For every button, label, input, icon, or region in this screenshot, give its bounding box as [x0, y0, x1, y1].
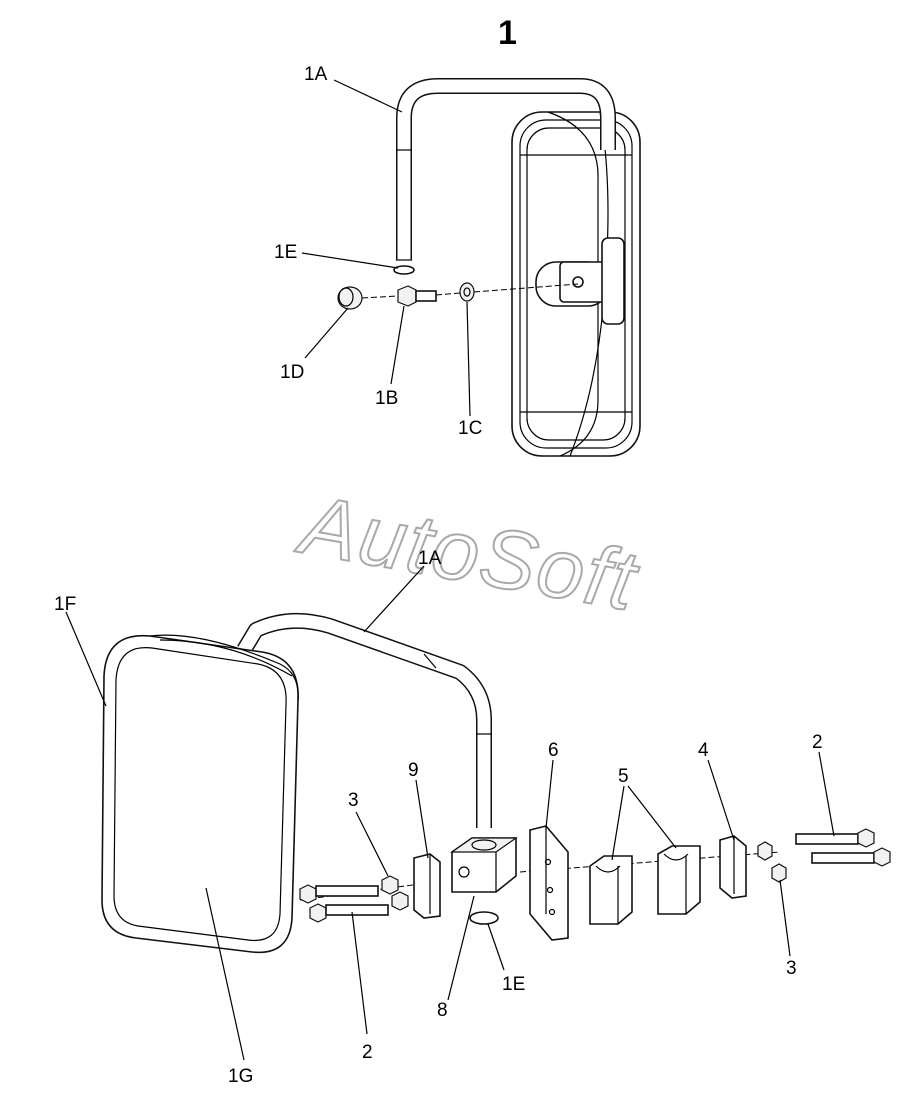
plate-6 [529, 825, 569, 941]
callout-1G: 1G [228, 1066, 253, 1087]
callout-5: 5 [618, 766, 629, 787]
top-mirror-housing [511, 111, 641, 457]
callout-top-1E: 1E [274, 242, 297, 263]
callout-top-1D: 1D [280, 362, 304, 383]
callout-4: 4 [698, 740, 709, 761]
callout-3-left: 3 [348, 790, 359, 811]
clamps-5 [589, 845, 701, 925]
top-bolt-1B [397, 285, 437, 307]
callout-6: 6 [548, 740, 559, 761]
callout-top-1C: 1C [458, 418, 482, 439]
bottom-mirror-glass-1G [124, 659, 275, 927]
callout-9: 9 [408, 760, 419, 781]
callout-bottom-1A: 1A [418, 548, 442, 569]
nuts-3-left [381, 875, 409, 911]
callout-top-1A: 1A [304, 64, 328, 85]
bottom-washer-1E [469, 911, 499, 925]
top-mirror-assembly [337, 78, 641, 457]
bolts-2-right [795, 828, 891, 867]
top-tube-1A [396, 78, 616, 261]
callout-top-1B: 1B [375, 388, 398, 409]
top-washer-1C [459, 282, 475, 302]
bottom-leader-lines [65, 565, 835, 1061]
plate-9 [413, 853, 441, 919]
top-leader-lines [301, 79, 471, 417]
callout-bottom-1E: 1E [502, 974, 525, 995]
callout-1F: 1F [54, 594, 76, 615]
callout-3-right: 3 [786, 958, 797, 979]
bottom-tube-1A [237, 612, 492, 828]
watermark: AutoSoft [289, 475, 647, 629]
bolts-2-left [299, 884, 389, 923]
bottom-mirror-assembly [101, 612, 891, 954]
callout-2-right: 2 [812, 732, 823, 753]
nuts-3-right [757, 841, 787, 883]
diagram-title: 1 [498, 14, 517, 52]
callout-8: 8 [437, 1000, 448, 1021]
callout-2-bottom: 2 [362, 1042, 373, 1063]
plate-4 [719, 835, 747, 899]
top-cap-1D [337, 286, 363, 310]
top-washer-1E [393, 265, 415, 275]
block-8 [450, 837, 518, 893]
svg-text:AutoSoft: AutoSoft [290, 476, 646, 628]
